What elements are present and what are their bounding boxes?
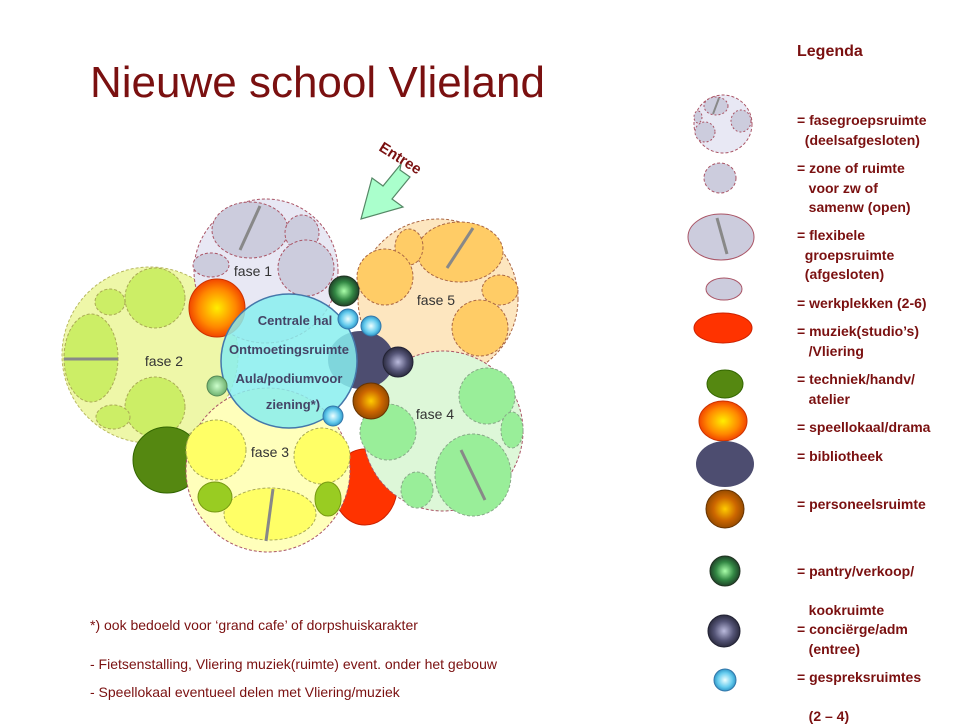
- legend-symbol-flexibele: [687, 213, 755, 261]
- legend-item-werkplekken: = werkplekken (2-6): [797, 295, 927, 311]
- hall-line-1: Centrale hal: [258, 313, 332, 328]
- note-fietsenstalling: - Fietsenstalling, Vliering muziek(ruimt…: [90, 656, 497, 672]
- zone-fase-5: fase 5: [356, 218, 519, 380]
- legend-item-concierge: = conciërge/adm (entree): [797, 621, 908, 657]
- meeting-room-3: [322, 405, 344, 427]
- meeting-room-2: [360, 315, 382, 337]
- legend-item-flexibele: = flexibele groepsruimte (afgesloten): [797, 227, 895, 282]
- legend-symbol-techniek: [706, 369, 744, 399]
- hall-line-2: Ontmoetingsruimte: [229, 342, 349, 357]
- legend-symbol-concierge: [707, 614, 741, 648]
- legend-item-fasegroepsruimte: = fasegroepsruimte (deelsafgesloten): [797, 112, 927, 148]
- legend-title: Legenda: [797, 43, 863, 60]
- legend-symbol-pantry: [709, 555, 741, 587]
- legend-symbol-fasegroepsruimte: [693, 94, 753, 154]
- legend-item-personeelsruimte: = personeelsruimte: [797, 496, 926, 512]
- zone-label-fase-2: fase 2: [145, 353, 183, 369]
- zone-fase-4: fase 4: [359, 350, 524, 517]
- legend-symbol-speellokaal: [698, 400, 748, 442]
- legend-item-muziek: = muziek(studio’s) /Vliering: [797, 323, 920, 359]
- meeting-room-1: [337, 308, 359, 330]
- staff-room-shape: [352, 382, 390, 420]
- legend-item-zone: = zone of ruimte voor zw of samenw (open…: [797, 160, 911, 215]
- note-speellokaal: - Speellokaal eventueel delen met Vlieri…: [90, 684, 400, 700]
- legend-item-pantry: = pantry/verkoop/ kookruimte: [797, 563, 915, 618]
- legend-symbol-gespreksruimtes: [713, 668, 737, 692]
- zone-label-fase-3: fase 3: [251, 444, 289, 460]
- legend-symbol-bibliotheek: [696, 441, 754, 487]
- page-title: Nieuwe school Vlieland: [90, 58, 545, 107]
- zone-label-fase-1: fase 1: [234, 263, 272, 279]
- legend-item-techniek: = techniek/handv/ atelier: [797, 371, 915, 407]
- legend-symbol-werkplekken: [705, 277, 743, 301]
- concierge-shape: [382, 346, 414, 378]
- hall-line-3: Aula/podiumvoor: [236, 371, 343, 386]
- playroom-shape: [188, 278, 246, 338]
- legend-symbol-personeelsruimte: [705, 489, 745, 529]
- small-workspot: [206, 375, 228, 397]
- hall-line-4: ziening*): [266, 397, 320, 412]
- legend-item-bibliotheek: = bibliotheek: [797, 448, 883, 464]
- central-hall: Centrale hal Ontmoetingsruimte Aula/podi…: [220, 293, 358, 429]
- zone-label-fase-5: fase 5: [417, 292, 455, 308]
- zone-label-fase-4: fase 4: [416, 406, 454, 422]
- legend-symbol-muziek: [693, 312, 753, 344]
- footnote-grand-cafe: *) ook bedoeld voor ‘grand cafe’ of dorp…: [90, 617, 418, 633]
- legend-item-speellokaal: = speellokaal/drama: [797, 419, 931, 435]
- legend-symbol-zone: [703, 162, 737, 194]
- pantry-shape: [328, 275, 360, 307]
- legend-item-gespreksruimtes: = gespreksruimtes (2 – 4): [797, 669, 922, 724]
- zone-fase-3: fase 3: [185, 387, 351, 553]
